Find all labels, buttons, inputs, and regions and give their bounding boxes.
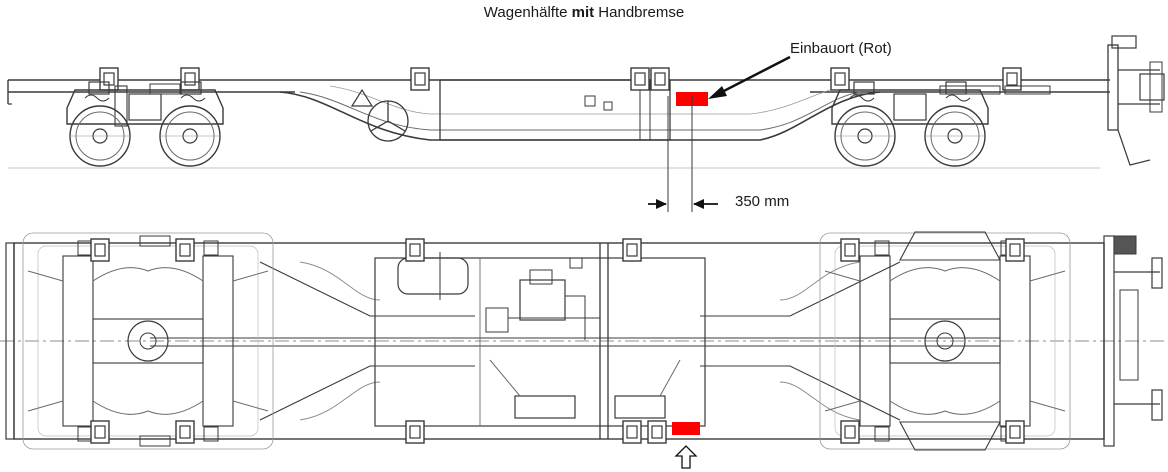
- side-view: [7, 35, 1165, 212]
- installation-marker-top: [672, 422, 700, 435]
- diagram-title: Wagenhälfte mit Handbremse: [0, 4, 1168, 21]
- installation-location-label: Einbauort (Rot): [790, 40, 892, 57]
- title-prefix: Wagenhälfte: [483, 4, 572, 21]
- title-suffix: Handbremse: [594, 4, 685, 21]
- hollow-up-arrow-icon: [674, 445, 698, 469]
- title-bold-word: mit: [571, 4, 595, 21]
- dimension-label: 350 mm: [735, 193, 790, 210]
- top-view: [0, 231, 1166, 469]
